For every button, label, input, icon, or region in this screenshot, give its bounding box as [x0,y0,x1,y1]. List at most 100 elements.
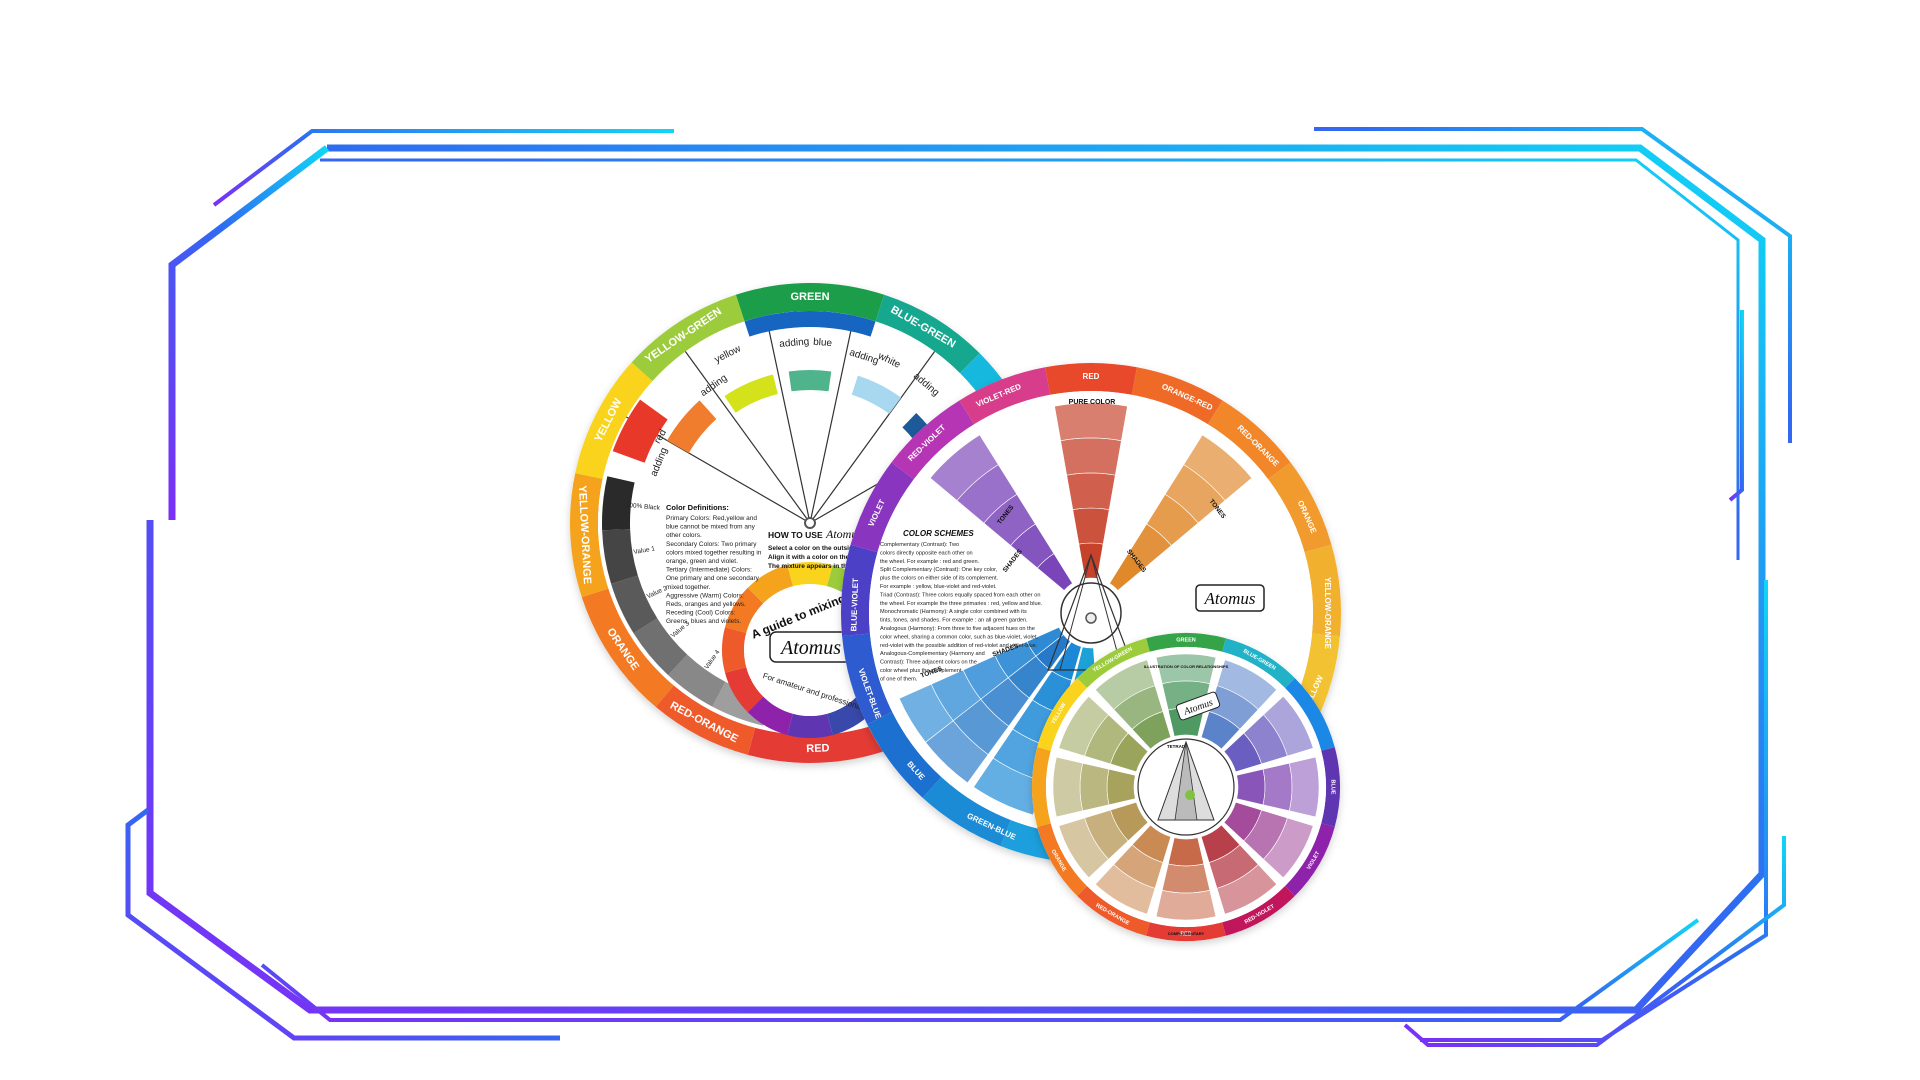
small-wedge-step [1161,863,1211,894]
scheme-line: red-violet with the possible addition of… [880,643,1038,649]
small-ring-label: GREEN [1176,637,1196,643]
small-wheel-wedges [1052,653,1320,921]
definition-line: Tertiary (Intermediate) Colors: [666,567,752,574]
definition-line: mixed together. [666,584,711,591]
medium-ring-label: YELLOW-ORANGE [1323,577,1332,650]
medium-ring-segment [891,400,975,480]
small-ring-segment [1146,633,1226,652]
small-wedge-step [1236,768,1266,806]
inner-disc-segment [724,587,764,633]
small-wedge-step [1052,756,1084,818]
mixing-spoke [684,351,811,524]
frame-right-lower-a [1420,580,1768,1042]
scheme-line: Complementary (Contrast): Two [880,542,959,548]
value-swatch [611,575,658,634]
large-ring-segment [875,294,980,374]
small-color-wheel: GREENBLUE-GREENYELLOW-GREENYELLOWBLUEORA… [1032,633,1341,941]
small-wedge-step [1262,762,1293,812]
small-ring-segment [1222,885,1295,936]
value-swatch [602,476,635,531]
value-label: 100% Black [625,502,661,512]
small-ring-label: RED [1180,931,1192,937]
instruction-line: The mixture appears in the window [768,563,877,570]
small-wedge-step [1058,695,1109,757]
small-ring-segment [1222,638,1295,689]
mixing-swatch [788,369,832,392]
scheme-line: of one of them. [880,676,918,682]
inner-disc-segment [787,562,833,587]
adding-label: blue [813,337,833,349]
inner-disc-segment [747,696,793,736]
how-to-use-label: HOW TO USE [768,530,823,540]
scheme-line: the wheel. For example the three primari… [880,601,1043,607]
scheme-line: Contrast): Three adjacent colors on the [880,660,977,666]
medium-ring-segment [841,544,878,637]
small-ring-segment [1037,678,1088,751]
medium-ring-segment [1304,544,1342,637]
mixing-swatch [724,374,778,413]
small-illustration-label: ILLUSTRATION OF COLOR RELATIONSHIPS [1144,664,1229,669]
scheme-line: Monochromatic (Harmony): A single color … [880,609,1027,615]
how-to-use-instructions: Select a color on the outside wheel.Alig… [768,545,892,570]
scheme-line: tints, tones, and shades. For example : … [880,618,1028,624]
small-ring-segment [1077,638,1150,689]
color-schemes-title: COLOR SCHEMES [903,529,974,538]
medium-ring-segment [1207,400,1291,480]
medium-ring-segment [842,633,893,725]
small-ring-segment [1077,885,1150,936]
small-ring-label: BLUE [1330,780,1336,795]
medium-ring-segment [850,462,914,553]
large-ring-segment [581,588,674,707]
medium-ring-label: BLUE-VIOLET [849,578,860,632]
definition-line: blue cannot be mixed from any [666,524,756,531]
small-wedge-step [1106,768,1136,806]
small-wedge-step [1094,864,1156,915]
definition-line: other colors. [666,532,702,539]
small-wedge-step [1058,817,1109,879]
frame-left-lower [125,808,560,1041]
medium-wedge-step [1066,472,1116,510]
medium-wedge-step [1060,437,1122,476]
scheme-line: colors directly opposite each other on [880,550,973,556]
small-ring-segment [1146,922,1226,941]
definition-line: Aggressive (Warm) Colors: [666,592,744,599]
definitions-title: Color Definitions: [666,503,729,512]
value-swatch [668,654,726,707]
mixing-spoke [809,351,936,524]
scheme-line: Triad (Contrast): Three colors equally s… [880,592,1040,598]
color-schemes-text: Complementary (Contrast): Two colors dire… [880,542,1043,682]
medium-ring-segment [959,367,1051,425]
medium-ring-label: RED [1083,372,1100,381]
large-ring-segment [655,685,756,755]
small-wedge-step [1263,817,1314,879]
definition-line: Primary Colors: Red,yellow and [666,515,757,522]
frame-inner-loop [320,158,1740,560]
small-wedge-step [1263,695,1314,757]
medium-ring-segment [1045,363,1137,395]
frame-right-lower-b [1403,836,1786,1047]
small-ring-segment [1037,823,1088,896]
inner-disc-segment [747,564,793,604]
value-label: Value 1 [633,545,656,556]
definition-line: orange, green and violet. [666,558,738,565]
scheme-line: Analogous-Complementary (Harmony and [880,651,985,657]
large-wheel-pivot [804,517,816,529]
small-wedge-step [1155,653,1217,685]
small-tetrad-label: TETRAD [1167,744,1186,749]
large-ring-segment [747,722,893,763]
small-ring-segment [1321,747,1341,827]
large-ring-label: GREEN [790,291,829,303]
medium-wedge-step [1072,507,1110,545]
large-ring-segment [631,294,745,382]
value-swatch [602,529,638,584]
definition-line: Secondary Colors: Two primary [666,541,757,548]
large-ring-segment [735,283,885,322]
medium-ring-segment [867,711,942,798]
mixing-swatch [851,375,902,414]
frame-left-bottom [260,918,1700,1022]
mixing-spoke [765,315,811,524]
instruction-line: Align it with a color on the inside whee… [768,554,892,561]
medium-wedge-step [898,683,954,743]
medium-wedge-step [929,434,999,501]
scheme-line: color wheel, sharing a common color, suc… [880,634,1038,640]
